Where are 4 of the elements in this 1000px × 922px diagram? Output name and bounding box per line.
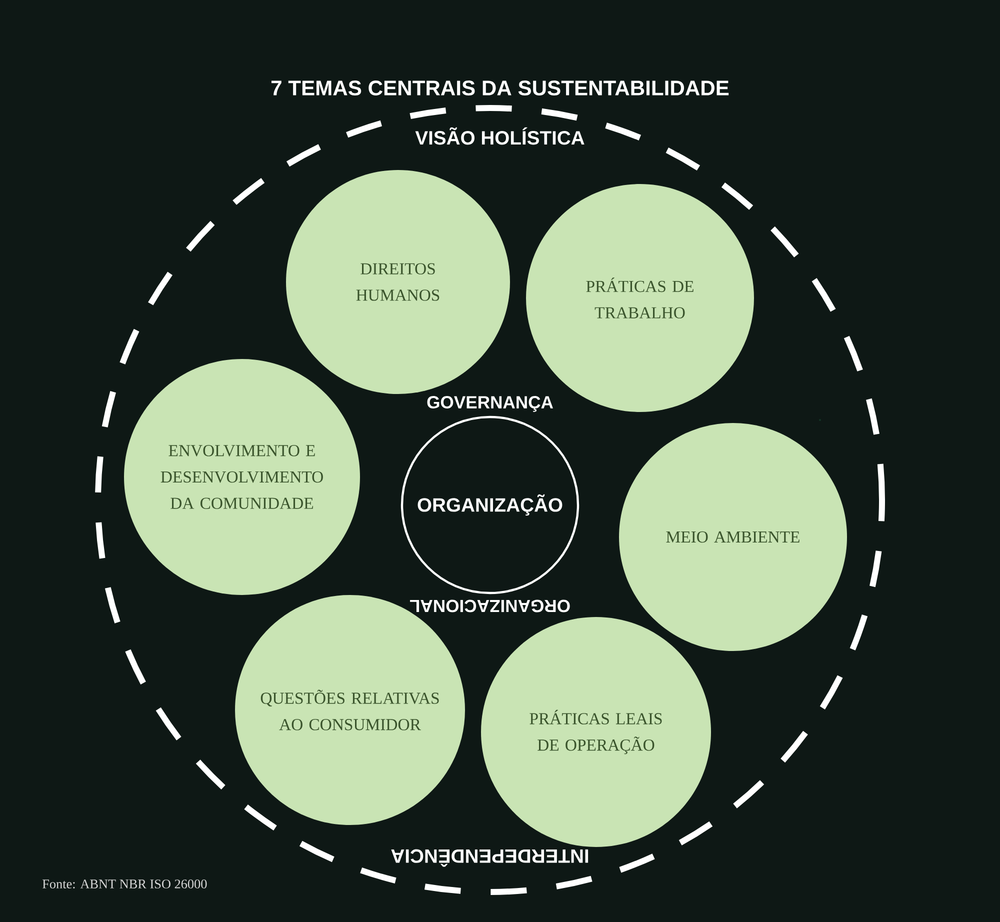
title: 7 TEMAS CENTRAIS DA SUSTENTABILIDADE [271, 80, 729, 96]
arc-label: INTERDEPENDÊNCIA [391, 849, 588, 867]
source-note: Fonte: ABNT NBR ISO 26000 [42, 880, 207, 888]
arc-label: VISÃO HOLÍSTICA [415, 127, 584, 145]
